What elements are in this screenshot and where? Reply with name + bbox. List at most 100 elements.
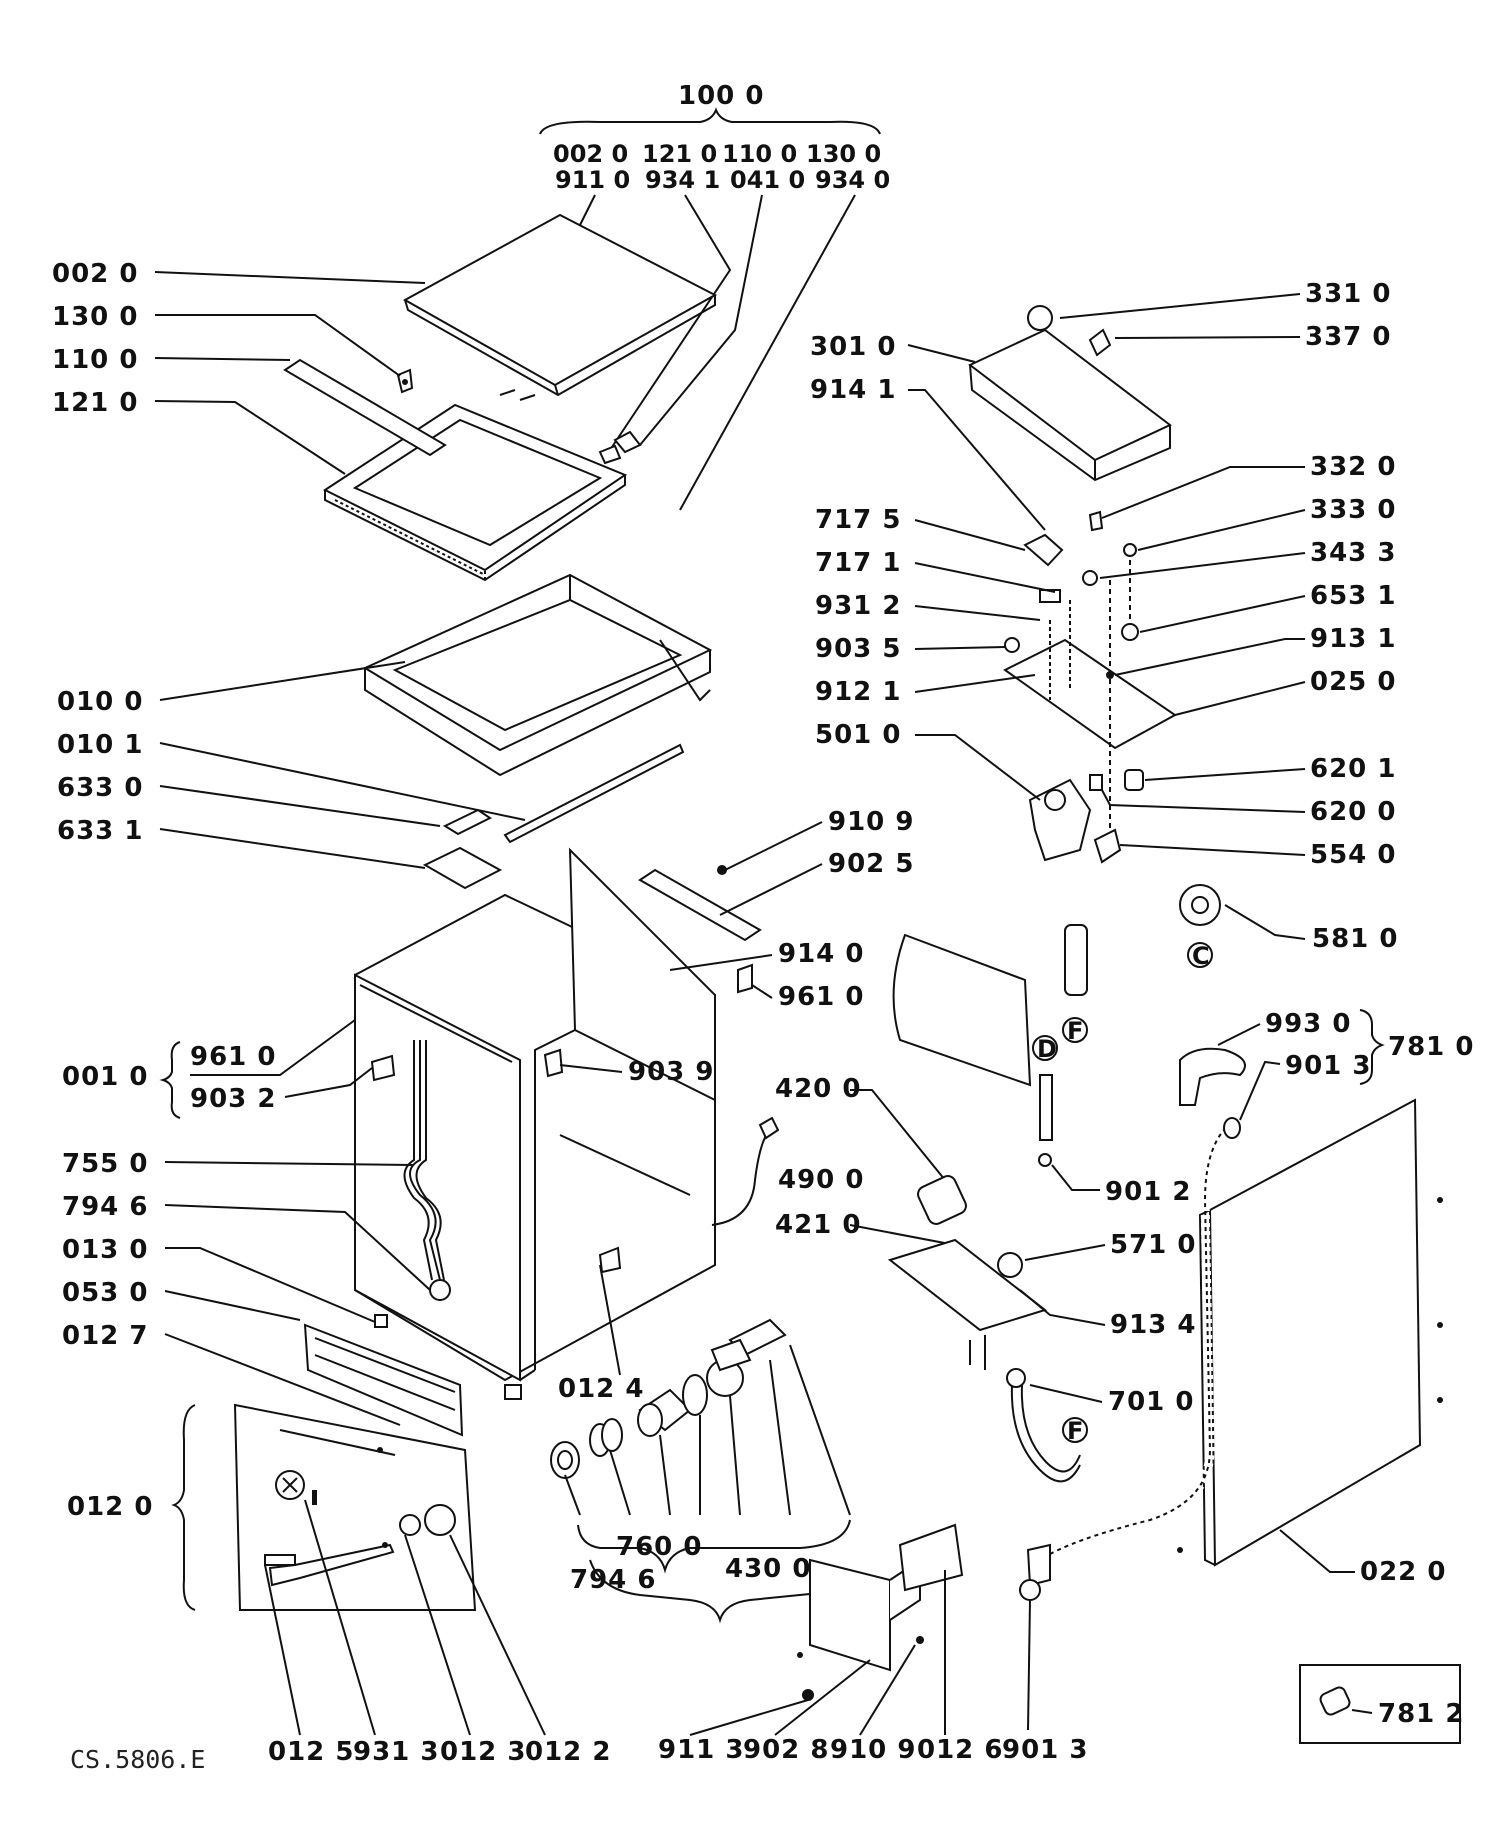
part-633-1 bbox=[422, 846, 503, 890]
part-012-3 bbox=[399, 1514, 421, 1536]
label-022-0: 022 0 bbox=[1360, 1557, 1446, 1587]
part-901-2 bbox=[1038, 1153, 1052, 1167]
kick-panel bbox=[303, 1323, 464, 1437]
part-420-0 bbox=[917, 1175, 967, 1225]
leader-653-1 bbox=[1139, 595, 1306, 633]
label-002-0: 002 0 bbox=[52, 259, 138, 289]
part-012-5-rod bbox=[279, 1429, 396, 1456]
label-910-9: 910 9 bbox=[828, 807, 914, 837]
part-rod-f bbox=[1064, 924, 1088, 996]
brace-001-0 bbox=[159, 1041, 181, 1119]
label-012-2: 012 2 bbox=[525, 1737, 611, 1767]
top-frame bbox=[322, 403, 628, 582]
leader-620-0 bbox=[1101, 789, 1306, 813]
label-912-1: 912 1 bbox=[815, 677, 901, 707]
part-water-panel bbox=[892, 933, 1032, 1087]
label-781-0: 781 0 bbox=[1388, 1032, 1474, 1062]
kick-panel-lines bbox=[314, 1337, 456, 1411]
label-010-0: 010 0 bbox=[57, 687, 143, 717]
callout-f-2-text: F bbox=[1067, 1417, 1083, 1445]
label-913-1: 913 1 bbox=[1310, 624, 1396, 654]
leader-025-0 bbox=[1174, 681, 1306, 716]
part-501-0-hub bbox=[1044, 789, 1066, 811]
label-902-8: 902 8 bbox=[743, 1735, 829, 1765]
part-903-5 bbox=[1004, 637, 1020, 653]
leader-022-0 bbox=[1279, 1529, 1355, 1573]
cabinet-body bbox=[354, 847, 716, 1382]
leader-013-0 bbox=[165, 1247, 376, 1323]
callout-d bbox=[1032, 1035, 1058, 1061]
leader-912-1 bbox=[914, 674, 1036, 693]
leader-333-0 bbox=[1137, 509, 1306, 551]
part-901-2-rod bbox=[1039, 1074, 1053, 1141]
brace-781-0 bbox=[1359, 1009, 1385, 1085]
part-012-4 bbox=[598, 1246, 622, 1274]
leader-337-0 bbox=[1114, 336, 1301, 339]
part-012-2 bbox=[424, 1504, 456, 1536]
label-420-0: 420 0 bbox=[775, 1074, 861, 1104]
leader-901-3-top bbox=[1239, 1060, 1281, 1121]
top-group-brace bbox=[539, 107, 881, 135]
leader-053-0 bbox=[164, 1290, 301, 1321]
top-row2-3: 934 0 bbox=[815, 166, 890, 194]
part-931-3-spokes bbox=[282, 1477, 298, 1493]
label-490-0: 490 0 bbox=[778, 1165, 864, 1195]
label-001-0: 001 0 bbox=[62, 1062, 148, 1092]
label-001-961-0: 961 0 bbox=[190, 1042, 276, 1072]
label-910-9-bottom: 910 9 bbox=[830, 1735, 916, 1765]
leader-794-6-left bbox=[164, 1204, 431, 1291]
part-912-1-plate bbox=[1003, 638, 1177, 750]
leader-010-1 bbox=[159, 742, 526, 821]
small-pins bbox=[499, 389, 536, 401]
label-333-0: 333 0 bbox=[1310, 495, 1396, 525]
leader-012-5 bbox=[264, 1564, 301, 1736]
label-343-3: 343 3 bbox=[1310, 538, 1396, 568]
hinge-bar bbox=[283, 358, 447, 457]
label-911-3: 911 3 bbox=[658, 1735, 744, 1765]
timer-axis bbox=[1049, 600, 1071, 700]
leader-554-0 bbox=[1119, 844, 1306, 856]
leader-571-0 bbox=[1024, 1244, 1106, 1261]
control-panel-301-0 bbox=[968, 328, 1172, 482]
leader-421-0 bbox=[849, 1224, 956, 1246]
label-717-5: 717 5 bbox=[815, 505, 901, 535]
leader-902-8 bbox=[774, 1659, 871, 1736]
top-row2-0: 911 0 bbox=[555, 166, 630, 194]
label-901-3-top: 901 3 bbox=[1285, 1051, 1371, 1081]
leader-913-4 bbox=[1019, 1289, 1106, 1326]
leader-041-0 bbox=[639, 194, 763, 446]
leader-914-1 bbox=[908, 389, 1046, 531]
callout-f-1-text: F bbox=[1067, 1017, 1083, 1045]
small-clip bbox=[396, 368, 414, 394]
drain-hose-end bbox=[1026, 1543, 1051, 1587]
part-653-1 bbox=[1121, 623, 1139, 641]
bracket-dot bbox=[797, 1652, 803, 1658]
label-620-0: 620 0 bbox=[1310, 797, 1396, 827]
label-781-2: 781 2 bbox=[1378, 1699, 1464, 1729]
part-901-3-bottom bbox=[1019, 1579, 1041, 1601]
label-501-0: 501 0 bbox=[815, 720, 901, 750]
label-755-0: 755 0 bbox=[62, 1149, 148, 1179]
leader-902-5 bbox=[719, 863, 823, 916]
leader-781-2 bbox=[1351, 1709, 1373, 1714]
lid-panel bbox=[402, 213, 718, 397]
leader-633-1 bbox=[159, 828, 426, 869]
part-581-0-hub bbox=[1191, 896, 1209, 914]
label-620-1: 620 1 bbox=[1310, 754, 1396, 784]
leader-910-9 bbox=[724, 821, 823, 871]
leader-910-9-bottom bbox=[859, 1644, 916, 1736]
leader-012-7 bbox=[164, 1333, 401, 1426]
label-794-6-left: 794 6 bbox=[62, 1192, 148, 1222]
label-914-1: 914 1 bbox=[810, 375, 896, 405]
leader-343-3 bbox=[1099, 552, 1306, 579]
leader-110-0 bbox=[154, 357, 291, 361]
part-903-2 bbox=[370, 1054, 396, 1082]
leader-931-3 bbox=[304, 1499, 376, 1736]
top-row1-3: 130 0 bbox=[806, 140, 881, 168]
part-911-3 bbox=[802, 1689, 814, 1701]
leader-931-2 bbox=[914, 605, 1041, 621]
top-row1-1: 121 0 bbox=[642, 140, 717, 168]
part-012-5-head bbox=[264, 1554, 296, 1566]
label-581-0: 581 0 bbox=[1312, 924, 1398, 954]
